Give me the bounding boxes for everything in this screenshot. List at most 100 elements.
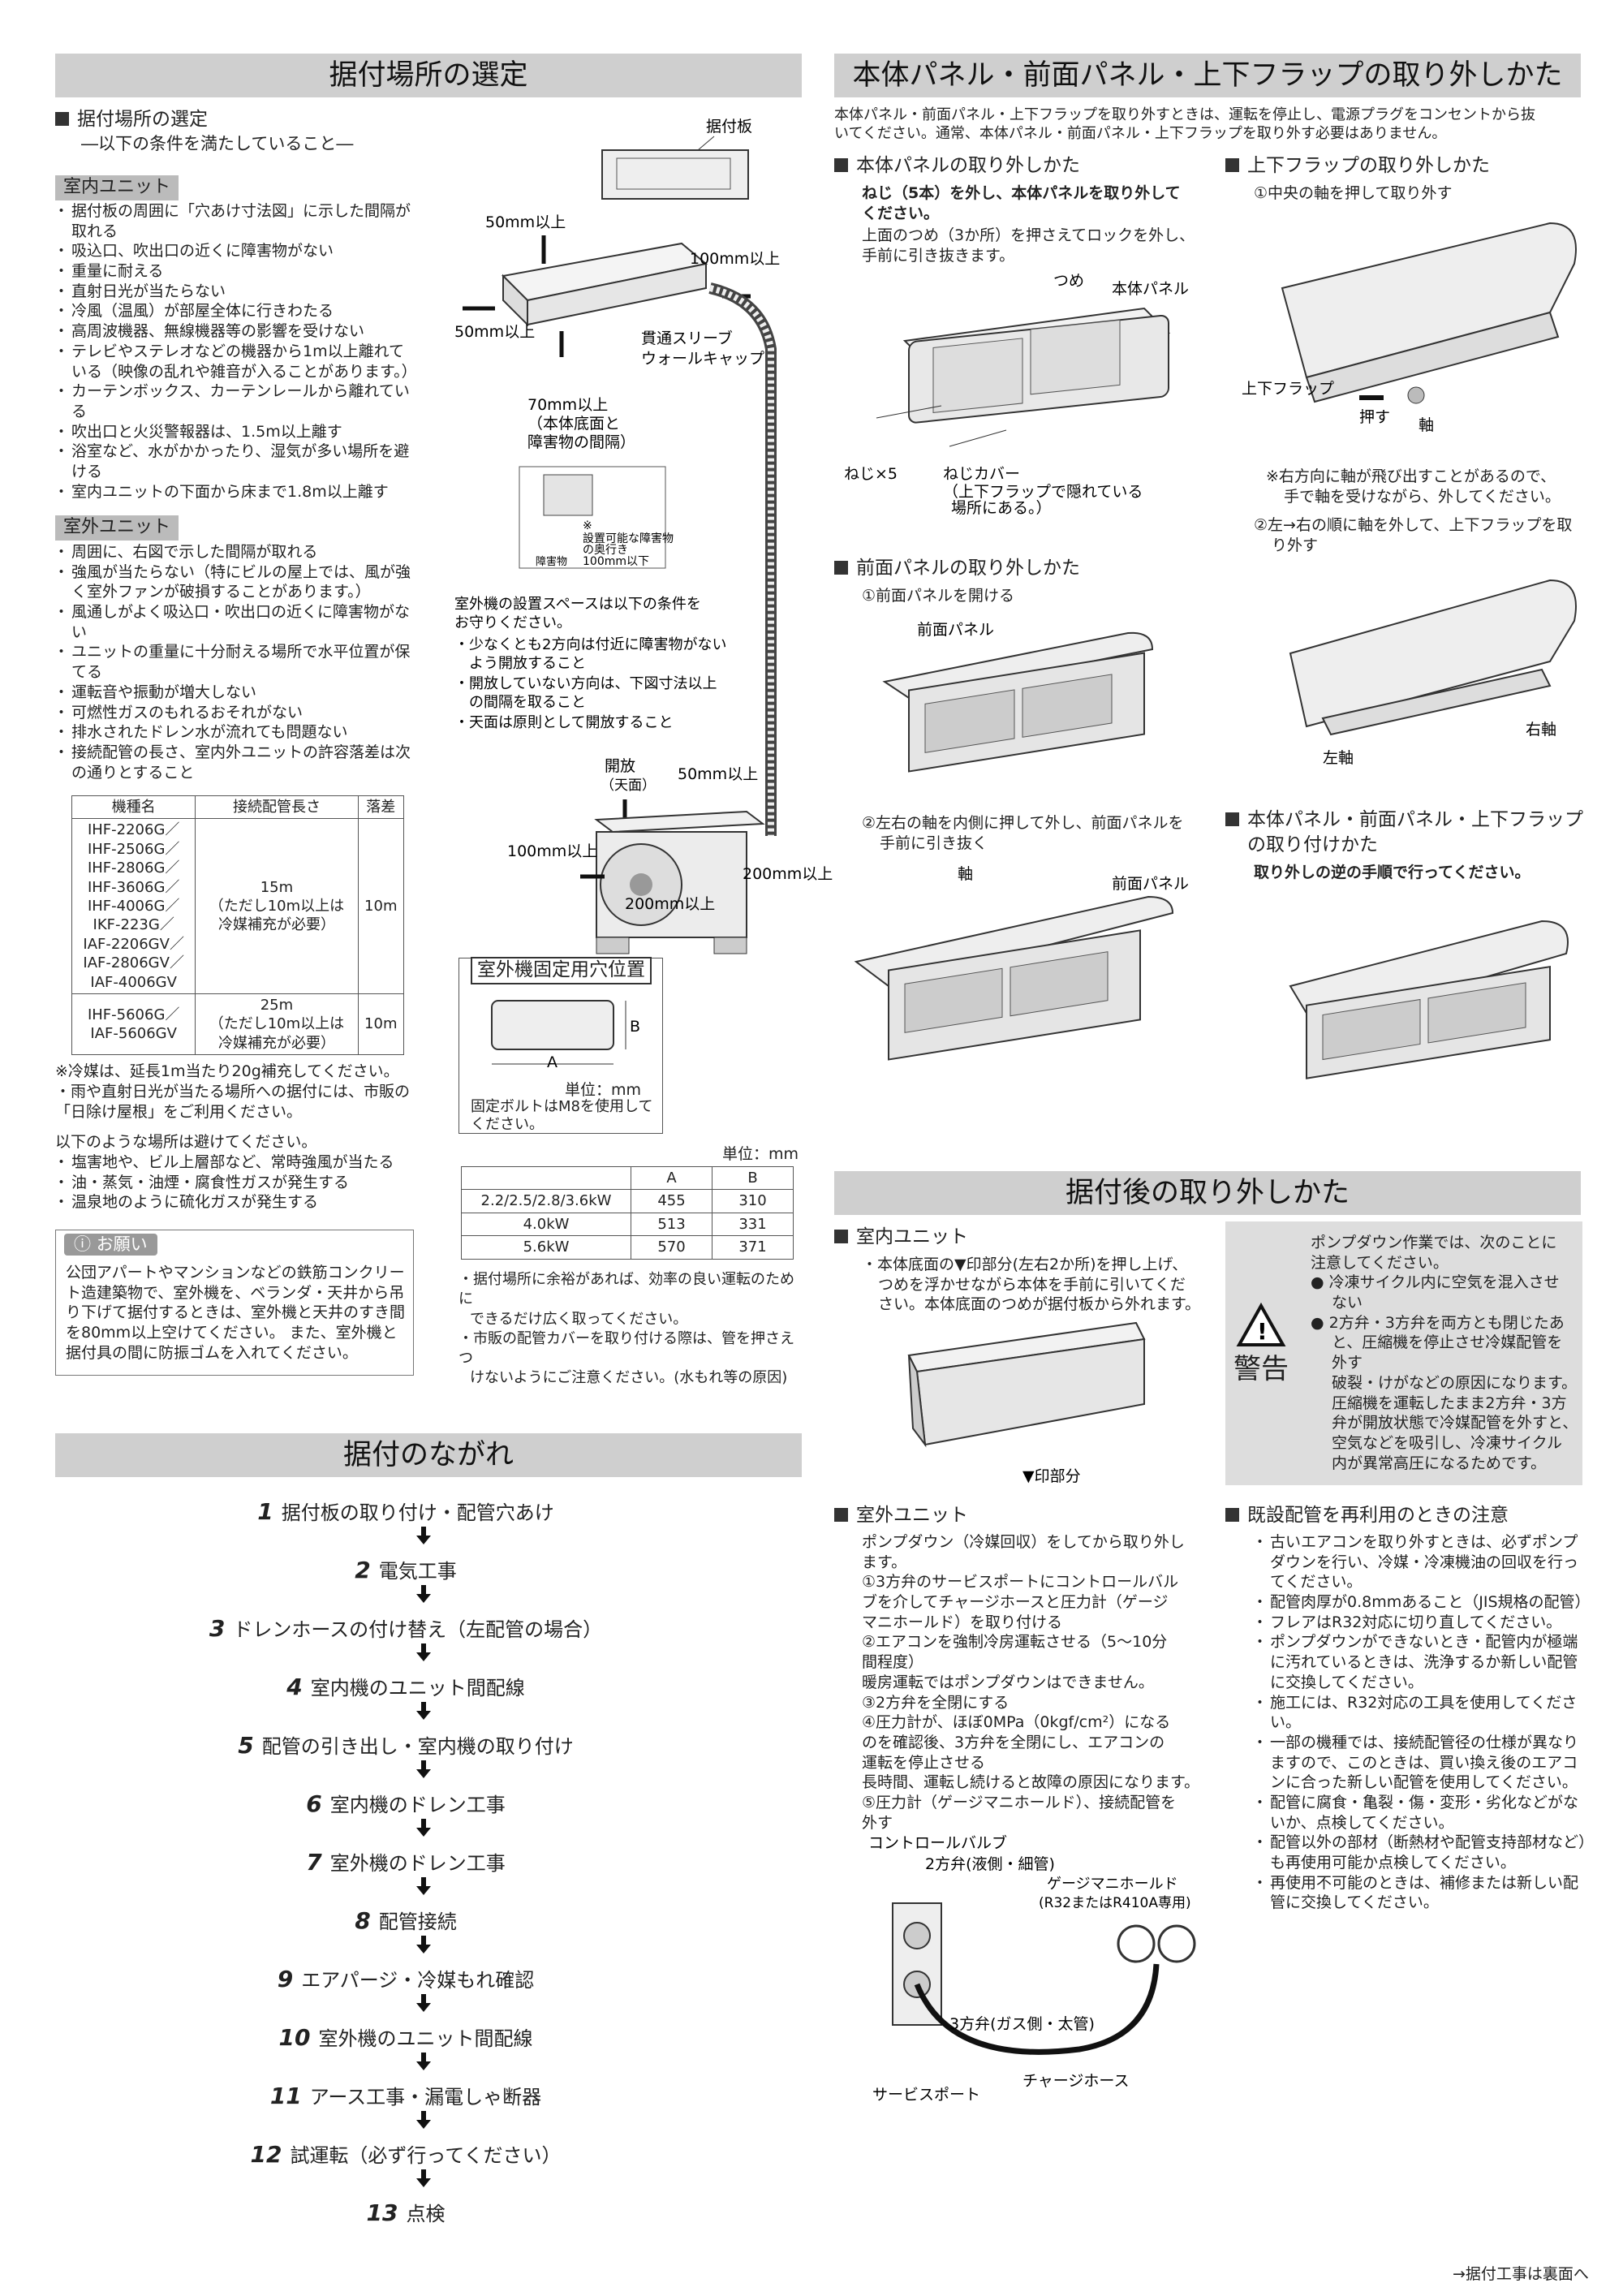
- space-item-1b: よう開放すること: [469, 655, 586, 672]
- avoid-item: 塩害地や、ビル上層部など、常時強風が当たる: [54, 1152, 412, 1173]
- text-line: 運転を停止させる: [862, 1753, 986, 1772]
- inset-note-1: ※: [583, 519, 592, 532]
- t2-r1c2: 310: [712, 1189, 794, 1213]
- indoor-condition: 吹出口と火災警報器は、1.5m以上離す: [54, 422, 412, 442]
- axis-label: 軸: [958, 865, 973, 883]
- indoor-condition: 吸込口、吹出口の近くに障害物がない: [54, 241, 412, 261]
- indoor-condition: 直射日光が当たらない: [54, 282, 412, 302]
- text-line: IHF-2806G／: [87, 859, 180, 877]
- outdoor-tag: 室外ユニット: [55, 515, 179, 541]
- dot-icon: ●: [1311, 1313, 1329, 1332]
- text-line: IHF-3606G／: [87, 878, 180, 896]
- indoor-tag: 室内ユニット: [55, 175, 179, 200]
- fix-hole-box: 室外機固定用穴位置 B A 単位：mm 固定ボルトはM8を使用してください。: [458, 957, 663, 1134]
- text-line: 外す: [862, 1813, 893, 1832]
- indoor-condition: 浴室など、水がかかったり、湿気が多い場所を避ける: [54, 442, 412, 481]
- dim-70-line3: 障害物の間隔）: [527, 433, 635, 451]
- fix-unit: 単位：mm: [565, 1081, 642, 1099]
- t2-r3c1: 570: [631, 1235, 712, 1260]
- charge-hose-label: チャージホース: [1022, 2072, 1129, 2090]
- flap-step1: ①中央の軸を押して取り外す: [1254, 184, 1453, 202]
- fix-hole-title: 室外機固定用穴位置: [471, 957, 652, 984]
- inset-note-4: 100mm以下: [583, 555, 649, 568]
- tsume-label: つめ: [1053, 272, 1084, 290]
- dim-out-100: 100mm以上: [507, 842, 597, 860]
- placement-notes: ・据付場所に余裕があれば、効率の良い運転のためにできるだけ広く取ってください。・…: [458, 1271, 794, 1387]
- front-panel-remove-illustration: 軸 前面パネル: [854, 865, 1189, 1061]
- t2-r3c0: 5.6kW: [461, 1235, 631, 1260]
- fix-A: A: [547, 1053, 558, 1071]
- front-step2: ②左右の軸を内側に押して外し、前面パネルを手前に引き抜く: [862, 814, 1184, 852]
- td-models-2: IHF-5606G／IAF-5606GV: [71, 993, 196, 1056]
- gauge-manifold-label: ゲージマニホールド: [1047, 1876, 1178, 1893]
- text-line: 暖房運転ではポンプダウンはできません。: [862, 1673, 1154, 1691]
- indoor-condition: テレビやステレオなどの機器から1m以上離れている（映像の乱れや雑音が入ることがあ…: [54, 342, 417, 381]
- text-line: IAF-5606GV: [90, 1024, 177, 1042]
- info-icon: ⓘ: [74, 1234, 97, 1254]
- flap-heading: 上下フラップの取り外しかた: [1225, 154, 1490, 179]
- indoor-removal-illustration: ▼印部分: [907, 1321, 1146, 1485]
- request-text: 公団アパートやマンションなどの鉄筋コンクリート造建築物で、室外機を、ベランダ・天…: [66, 1264, 406, 1362]
- front-step1: ①前面パネルを開ける: [862, 587, 1015, 605]
- open-label: 開放: [605, 757, 635, 775]
- body-panel-heading: 本体パネルの取り外しかた: [834, 154, 1080, 179]
- arrow-down-icon: [416, 2053, 431, 2070]
- top-label: （天面）: [601, 778, 656, 794]
- text-line: （ただし10m以上は: [209, 1015, 345, 1033]
- reuse-note: 一部の機種では、接続配管径の仕様が異なりますので、このときは、買い換え後のエアコ…: [1252, 1733, 1586, 1793]
- mark-label: ▼印部分: [1022, 1467, 1081, 1485]
- indoor-condition: カーテンボックス、カーテンレールから離れている: [54, 381, 412, 421]
- reuse-note: ポンプダウンができないとき・配管内が極端に汚れているときは、洗浄するか新しい配管…: [1252, 1632, 1586, 1692]
- th-length: 接続配管長さ: [195, 795, 359, 820]
- section-title-panel-removal: 本体パネル・前面パネル・上下フラップの取り外しかた: [834, 54, 1581, 97]
- outdoor-condition: 運転音や振動が増大しない: [54, 683, 412, 703]
- indoor-condition: 高周波機器、無線機器等の影響を受けない: [54, 321, 412, 342]
- left-axis-label: 左軸: [1323, 749, 1354, 767]
- t2-r1c0: 2.2/2.5/2.8/3.6kW: [461, 1189, 631, 1213]
- reuse-heading: 既設配管を再利用のときの注意: [1225, 1504, 1509, 1528]
- pumpdown-diagram: コントロールバルブ 2方弁(液側・細管) ゲージマニホールド (R32またはR4…: [868, 1833, 1196, 2104]
- indoor-condition: 室内ユニットの下面から床まで1.8m以上離す: [54, 482, 412, 502]
- text-line: ④圧力計が、ほぼ0MPa（0kgf/cm²）になる: [862, 1713, 1171, 1732]
- outdoor-condition: 風通しがよく吸込口・吹出口の近くに障害物がない: [54, 602, 412, 642]
- dim-70-line1: 70mm以上: [527, 396, 608, 414]
- dim-100-right: 100mm以上: [690, 250, 780, 268]
- square-bullet-icon: [834, 1230, 848, 1243]
- section-title-post-removal: 据付後の取り外しかた: [834, 1171, 1581, 1215]
- warning-label: 警告: [1233, 1353, 1289, 1385]
- outdoor-condition: 接続配管の長さ、室内外ユニットの許容落差は次の通りとすること: [54, 743, 412, 782]
- text-line: ブを介してチャージホースと圧力計（ゲージ: [862, 1593, 1169, 1612]
- text-line: IHF-4006G／: [87, 897, 180, 915]
- section-title-flow: 据付のながれ: [55, 1433, 802, 1477]
- text-line: 冷媒補充が必要）: [217, 1034, 335, 1052]
- reattach-illustration: [1289, 920, 1569, 1079]
- indoor-condition: 据付板の周囲に「穴あけ寸法図」に示した間隔が取れる: [54, 201, 412, 241]
- text-line: ①3方弁のサービスポートにコントロールバル: [862, 1573, 1179, 1592]
- outdoor-removal-heading: 室外ユニット: [834, 1504, 968, 1528]
- screw-label: ねじ×5: [844, 465, 898, 483]
- outdoor-condition: 強風が当たらない（特にビルの屋上では、風が強く室外ファンが破損することがあります…: [54, 562, 412, 602]
- t2-r1c1: 455: [631, 1189, 712, 1213]
- push-label: 押す: [1359, 408, 1390, 426]
- dim-70-line2: （本体底面と: [527, 415, 620, 433]
- dim-out-200a: 200mm以上: [625, 895, 715, 913]
- text-line: （ただし10m以上は: [209, 897, 345, 915]
- body-panel-illustration: つめ 本体パネル ねじ×5 ねじカバー （上下フラップで隠れている 場所にある。…: [844, 272, 1189, 517]
- td-models-1: IHF-2206G／IHF-2506G／IHF-2806G／IHF-3606G／…: [71, 818, 196, 994]
- footer-note: →据付工事は裏面へ: [1453, 2265, 1589, 2283]
- axis-label-2: 軸: [1419, 416, 1434, 434]
- td-drop-2: 10m: [357, 993, 405, 1056]
- body-panel-bold: ねじ（5本）を外し、本体パネルを取り外してください。: [862, 184, 1181, 222]
- front-panel-heading: 前面パネルの取り外しかた: [834, 557, 1080, 581]
- reuse-note: 配管肉厚が0.8mmあること（JIS規格の配管）: [1252, 1592, 1591, 1613]
